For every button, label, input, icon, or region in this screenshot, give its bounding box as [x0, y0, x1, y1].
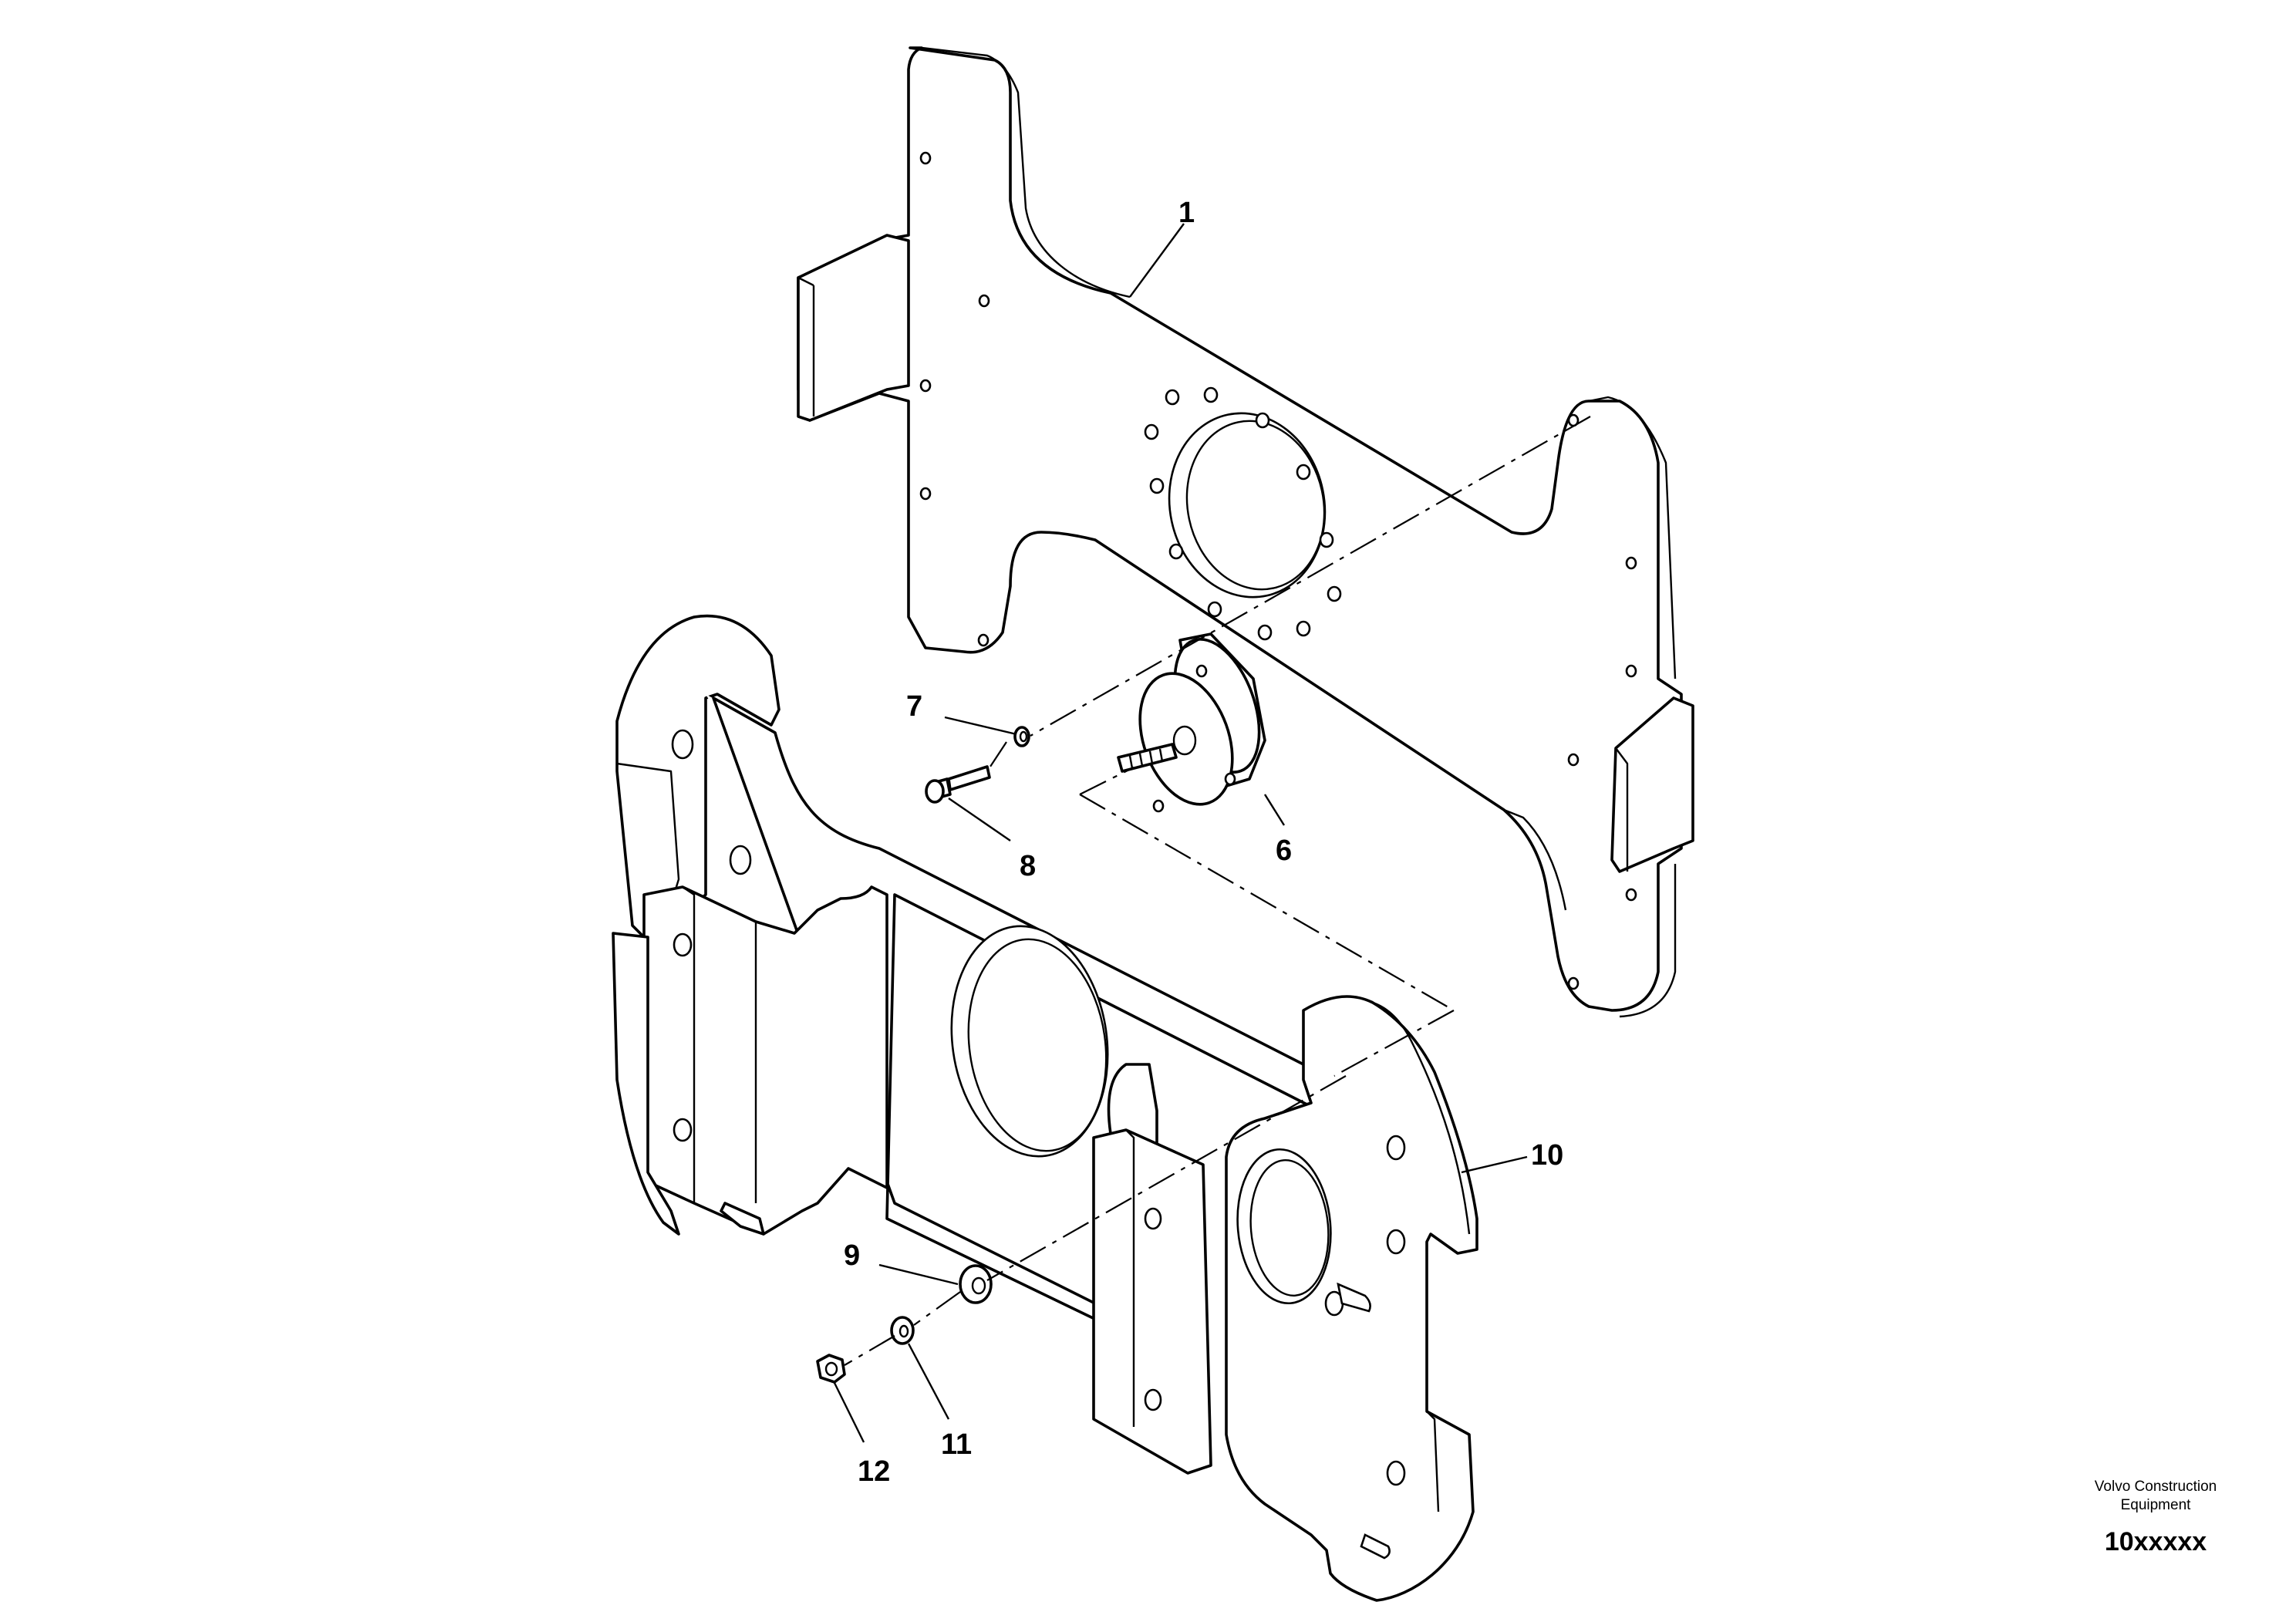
callout-12: 12 — [858, 1455, 890, 1488]
part-1-upper-plate — [794, 46, 1697, 1018]
part-9-spacer — [959, 1264, 993, 1304]
callout-7: 7 — [906, 690, 922, 723]
company-name-line2: Equipment — [2121, 1497, 2192, 1513]
callout-leaders — [833, 223, 1528, 1443]
part-8-bolt — [925, 765, 991, 804]
part-11-washer — [890, 1316, 915, 1345]
callout-11: 11 — [941, 1428, 972, 1461]
company-name-line1: Volvo Construction — [2095, 1479, 2217, 1495]
callout-1: 1 — [1178, 197, 1195, 229]
callout-9: 9 — [844, 1239, 860, 1272]
callout-6: 6 — [1276, 835, 1292, 867]
callout-8: 8 — [1020, 850, 1036, 882]
part-6-rubber-mount — [1117, 632, 1266, 813]
assembly-axis-lines — [844, 416, 1591, 1366]
part-7-washer — [1013, 726, 1030, 747]
bolt-circle-holes — [1144, 386, 1342, 641]
drawing-code: 10xxxxx — [2105, 1527, 2207, 1556]
part-10-lower-bracket — [612, 614, 1478, 1602]
callout-10: 10 — [1531, 1139, 1563, 1172]
part-12-nut — [816, 1354, 846, 1384]
